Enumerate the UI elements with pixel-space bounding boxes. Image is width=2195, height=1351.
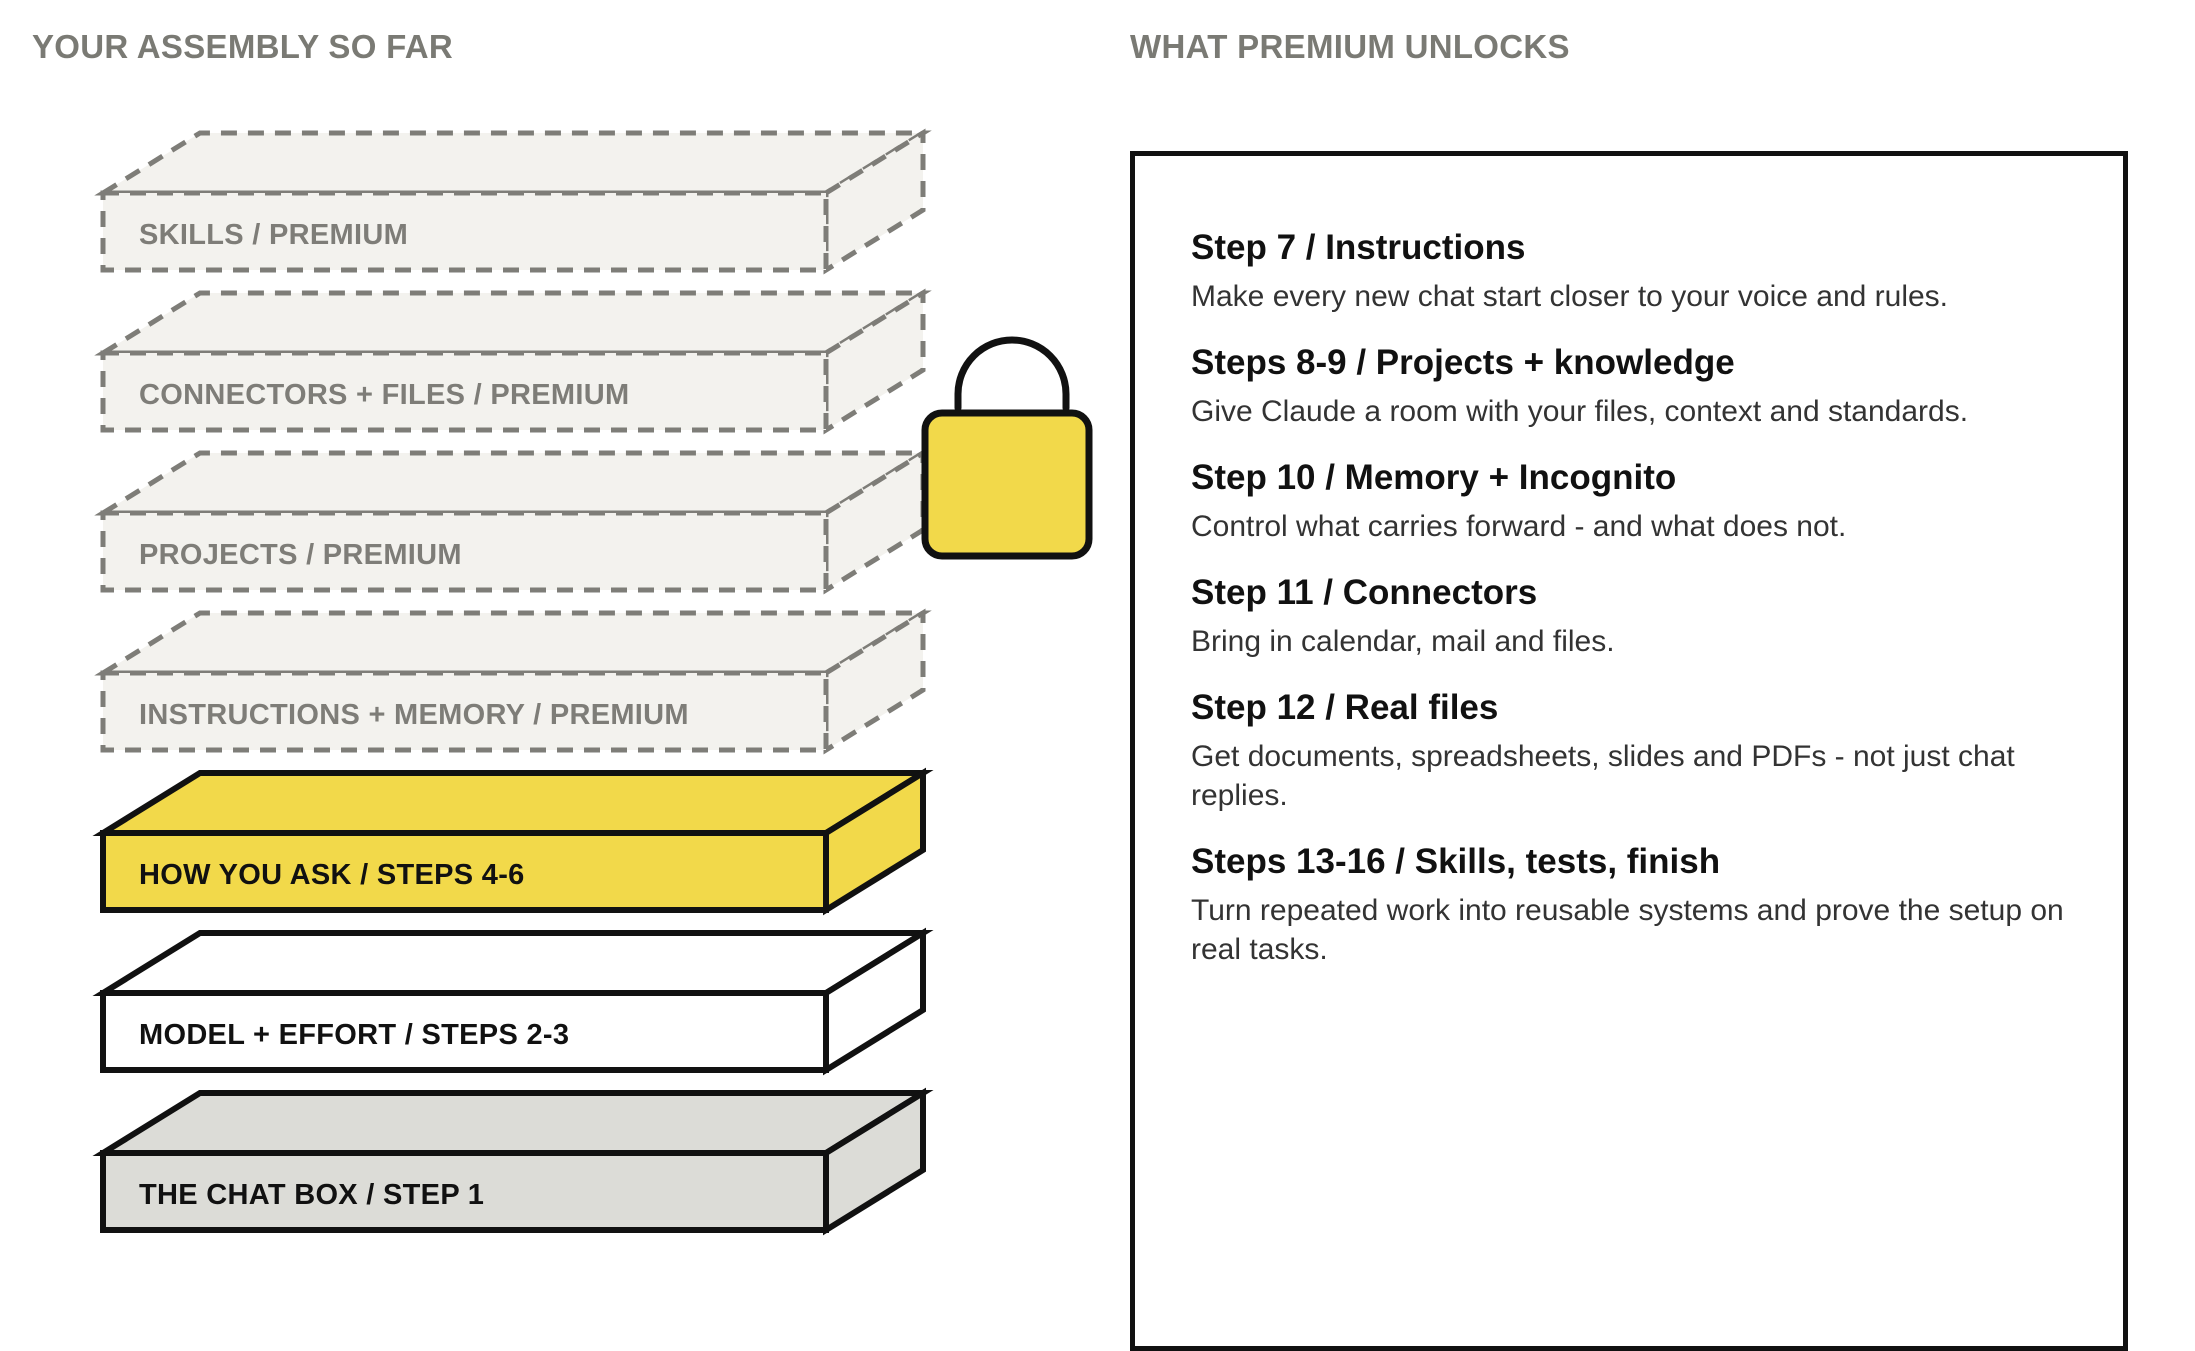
layer-top-face <box>94 610 932 676</box>
layer-label: INSTRUCTIONS + MEMORY / PREMIUM <box>139 699 689 731</box>
layer-front-face <box>100 670 829 753</box>
layer-label: MODEL + EFFORT / STEPS 2-3 <box>139 1019 569 1051</box>
layer-label: THE CHAT BOX / STEP 1 <box>139 1179 484 1211</box>
layer-top-face <box>92 770 934 836</box>
layer-front-face <box>100 830 829 913</box>
layer-top-face <box>92 1090 934 1156</box>
layer-top-face <box>94 130 932 196</box>
step-item: Step 10 / Memory + Incognito Control wha… <box>1191 458 2071 546</box>
layer-label: PROJECTS / PREMIUM <box>139 539 462 571</box>
step-item: Step 11 / Connectors Bring in calendar, … <box>1191 573 2071 661</box>
layer-front-face <box>100 990 829 1073</box>
step-description: Bring in calendar, mail and files. <box>1191 625 1615 658</box>
assembly-heading: YOUR ASSEMBLY SO FAR <box>32 28 454 65</box>
layer-label: CONNECTORS + FILES / PREMIUM <box>139 379 629 411</box>
step-title: Steps 13-16 / Skills, tests, finish <box>1191 842 1721 881</box>
layer-top-face <box>94 290 932 356</box>
step-description: Make every new chat start closer to your… <box>1191 280 1949 313</box>
padlock-icon <box>921 336 1093 560</box>
layer-front-face <box>100 350 829 433</box>
step-title: Step 7 / Instructions <box>1191 228 1526 267</box>
step-item: Steps 8-9 / Projects + knowledge Give Cl… <box>1191 343 2071 431</box>
layer-front-face <box>100 510 829 593</box>
locked-layer: PROJECTS / PREMIUM <box>94 448 932 595</box>
layer-front-face <box>100 1150 829 1233</box>
step-description: Give Claude a room with your files, cont… <box>1191 395 1969 428</box>
step-description: Control what carries forward - and what … <box>1191 510 1847 543</box>
step-description: Get documents, spreadsheets, slides and … <box>1191 740 2015 812</box>
layer-top-face <box>94 450 932 516</box>
layer-stack: SKILLS / PREMIUM CONNECTORS + FILES / PRE… <box>92 128 934 1236</box>
unlocked-layer: HOW YOU ASK / STEPS 4-6 <box>92 767 934 916</box>
unlocked-layer: MODEL + EFFORT / STEPS 2-3 <box>92 927 934 1076</box>
layer-label: SKILLS / PREMIUM <box>139 219 408 251</box>
step-title: Step 10 / Memory + Incognito <box>1191 458 1677 497</box>
locked-layer: CONNECTORS + FILES / PREMIUM <box>94 288 932 435</box>
step-item: Step 12 / Real files Get documents, spre… <box>1191 688 2071 815</box>
premium-heading: WHAT PREMIUM UNLOCKS <box>1130 28 1570 65</box>
step-item: Step 7 / Instructions Make every new cha… <box>1191 228 2071 316</box>
layer-front-face <box>100 190 829 273</box>
step-item: Steps 13-16 / Skills, tests, finish Turn… <box>1191 842 2071 969</box>
premium-step-list: Step 7 / Instructions Make every new cha… <box>1191 228 2071 996</box>
step-description: Turn repeated work into reusable systems… <box>1191 894 2064 966</box>
premium-panel: Step 7 / Instructions Make every new cha… <box>1130 151 2128 1351</box>
step-title: Steps 8-9 / Projects + knowledge <box>1191 343 1735 382</box>
layer-top-face <box>92 930 934 996</box>
locked-layer: SKILLS / PREMIUM <box>94 128 932 275</box>
assembly-stack-diagram: SKILLS / PREMIUM CONNECTORS + FILES / PRE… <box>92 128 1093 1236</box>
unlocked-layer: THE CHAT BOX / STEP 1 <box>92 1087 934 1236</box>
layer-label: HOW YOU ASK / STEPS 4-6 <box>139 859 525 891</box>
step-title: Step 12 / Real files <box>1191 688 1499 727</box>
locked-layer: INSTRUCTIONS + MEMORY / PREMIUM <box>94 608 932 755</box>
step-title: Step 11 / Connectors <box>1191 573 1538 612</box>
